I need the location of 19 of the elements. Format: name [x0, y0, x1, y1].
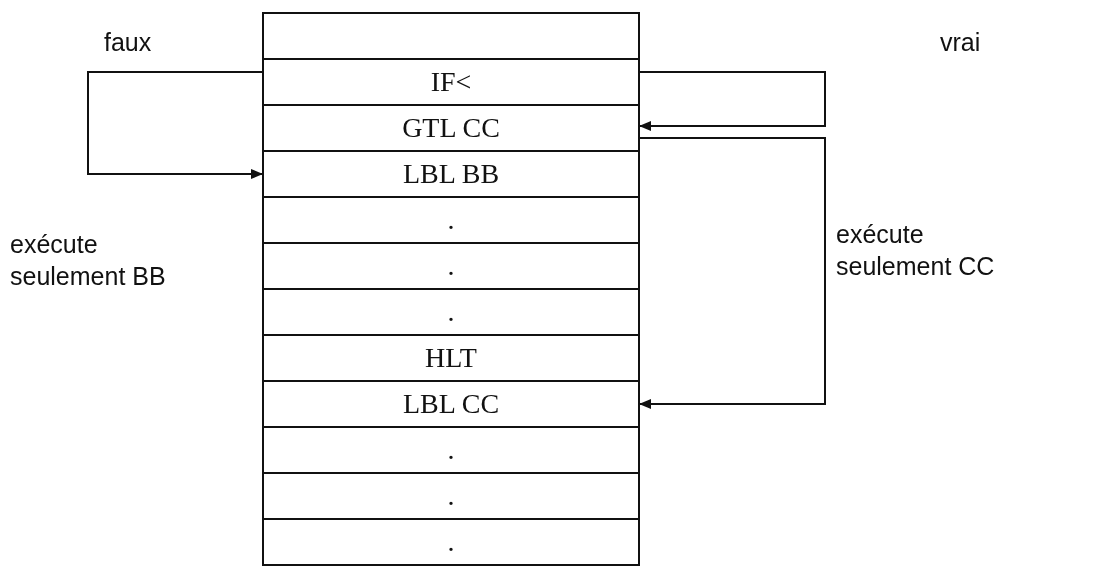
memory-cell: .: [262, 518, 640, 566]
arrow: [639, 71, 826, 131]
memory-cell: IF<: [262, 58, 640, 106]
annotation-text: exécute seulement BB: [10, 229, 167, 292]
memory-cell: .: [262, 242, 640, 290]
memory-cell: HLT: [262, 334, 640, 382]
memory-cell: GTL CC: [262, 104, 640, 152]
memory-cell: LBL CC: [262, 380, 640, 428]
empty-memory-cell: [262, 12, 640, 60]
annotation-text: vrai: [940, 27, 981, 58]
memory-cell: .: [262, 288, 640, 336]
arrow: [639, 137, 826, 409]
memory-cell: .: [262, 426, 640, 474]
memory-cell: .: [262, 472, 640, 520]
annotation-text: exécute seulement CC: [836, 219, 996, 282]
memory-cell: LBL BB: [262, 150, 640, 198]
arrow: [87, 71, 263, 179]
annotation-text: faux: [104, 27, 152, 58]
memory-cell: .: [262, 196, 640, 244]
